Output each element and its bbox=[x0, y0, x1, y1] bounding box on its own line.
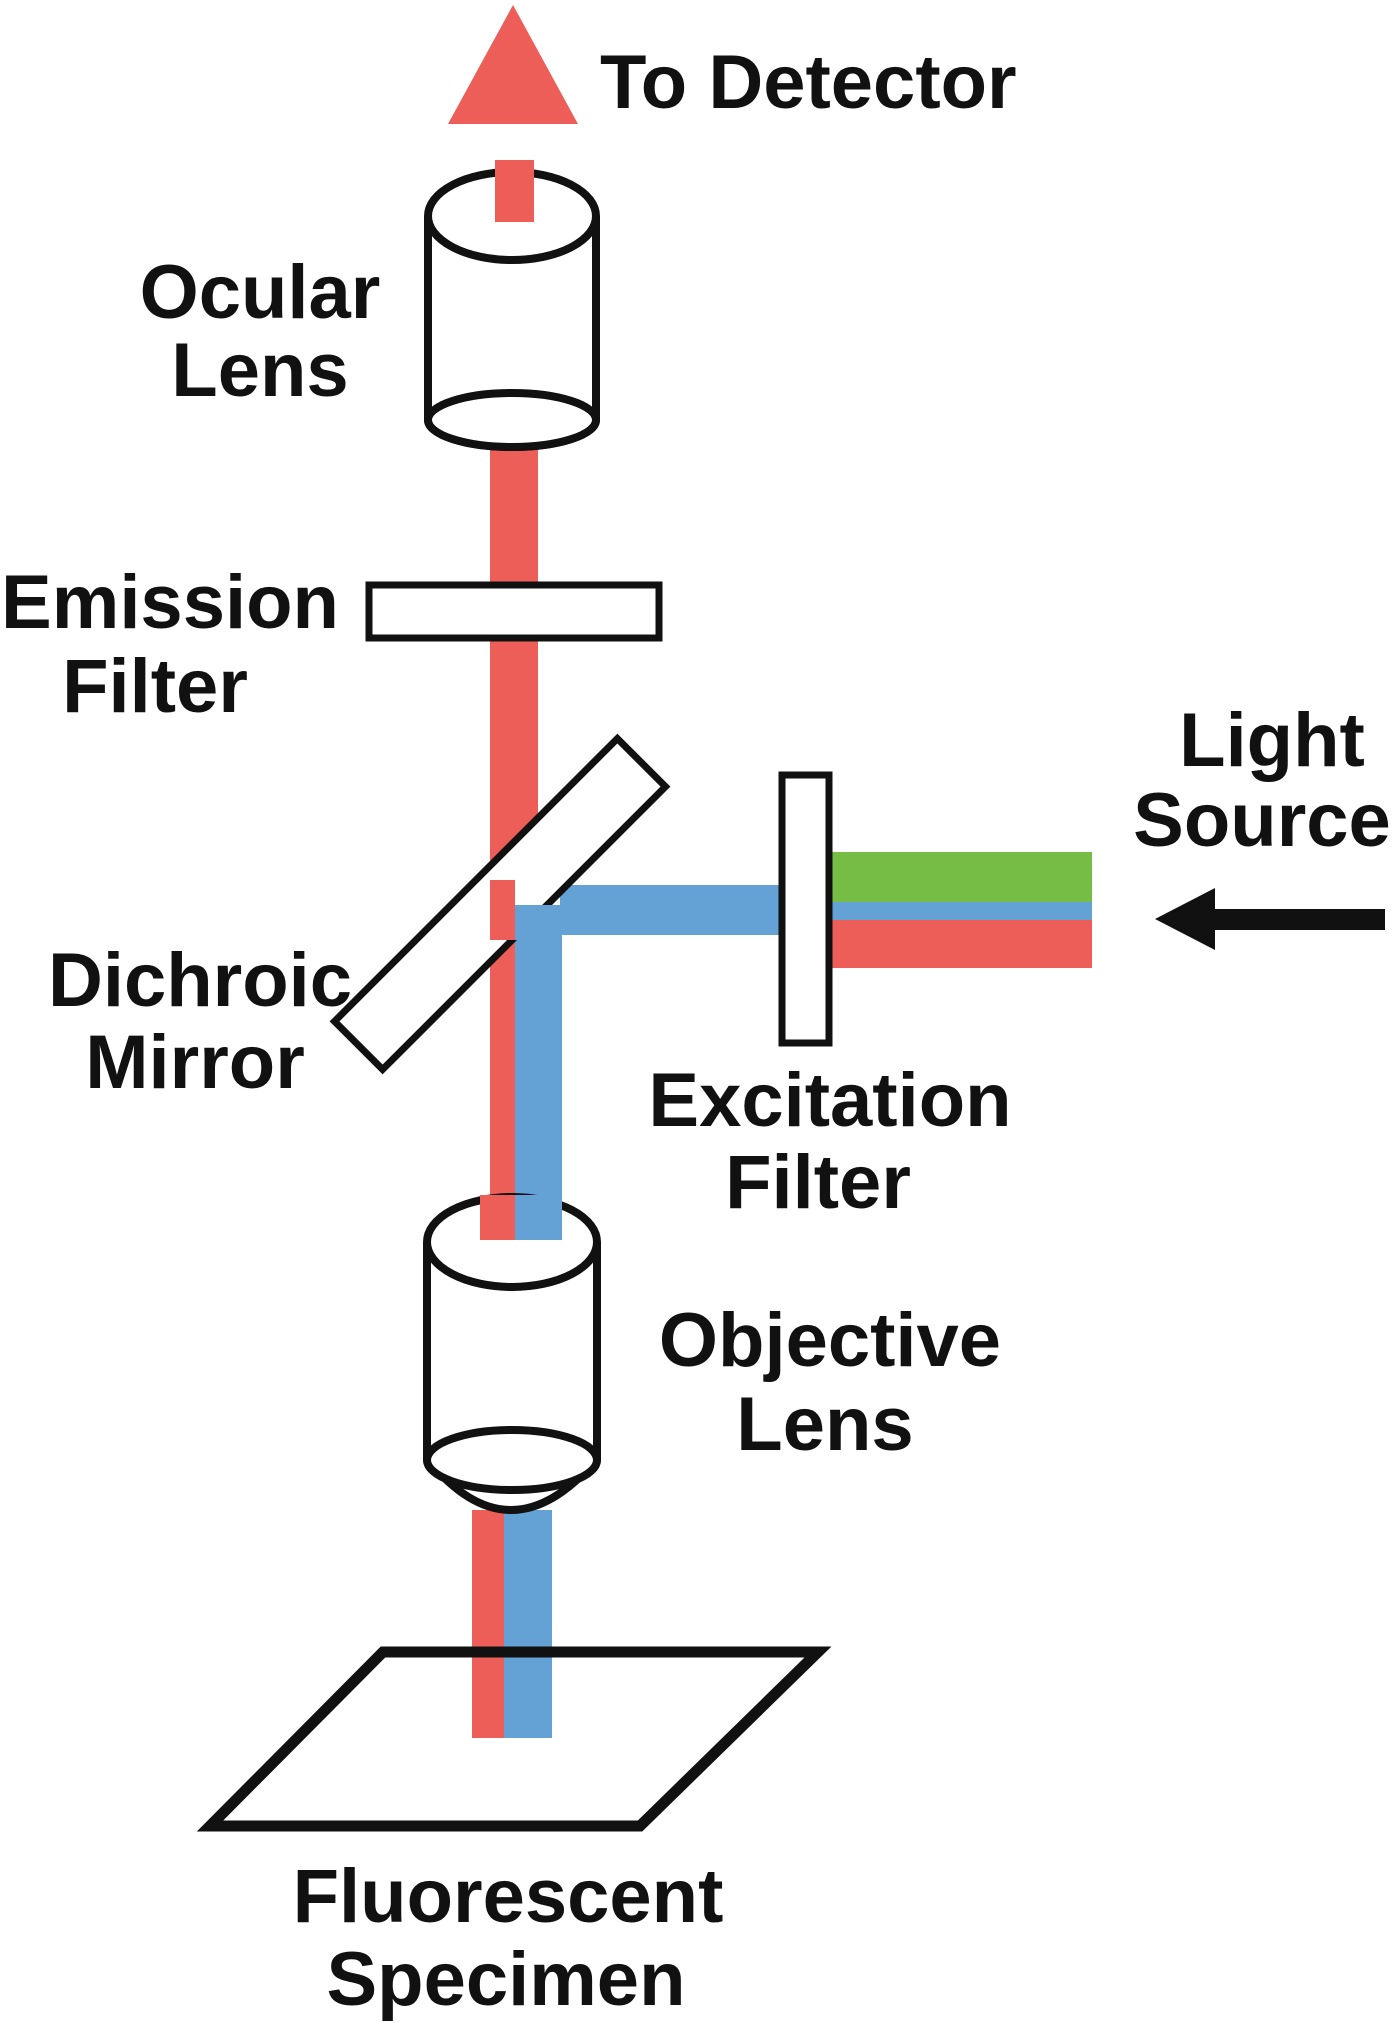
specimen-slide bbox=[196, 1646, 832, 1832]
label-specimen-line1: Fluorescent bbox=[293, 1854, 724, 1939]
label-ocular-line1: Ocular bbox=[140, 250, 381, 335]
emission-filter bbox=[365, 581, 663, 642]
label-specimen-line2: Specimen bbox=[326, 1937, 685, 2022]
ocular-lens bbox=[424, 160, 600, 451]
label-light-line1: Light bbox=[1179, 698, 1365, 783]
excitation-beam-horizontal bbox=[560, 885, 782, 935]
excitation-filter bbox=[778, 771, 833, 1047]
label-dichroic-line1: Dichroic bbox=[48, 938, 352, 1023]
label-dichroic-line2: Mirror bbox=[85, 1020, 305, 1105]
light-source-green-band bbox=[830, 852, 1092, 902]
label-emission-line1: Emission bbox=[1, 560, 339, 645]
light-source-blue-band bbox=[830, 902, 1092, 920]
excitation-beam-vertical bbox=[515, 905, 562, 1240]
label-light-line2: Source bbox=[1133, 778, 1391, 863]
label-to-detector: To Detector bbox=[600, 40, 1017, 125]
label-objective-line2: Lens bbox=[736, 1382, 913, 1467]
objective-lens bbox=[423, 1193, 601, 1514]
light-source-arrow bbox=[1155, 888, 1385, 950]
label-emission-line2: Filter bbox=[62, 644, 248, 729]
specimen-beam-blue bbox=[504, 1510, 552, 1738]
label-excitation-line2: Filter bbox=[725, 1140, 911, 1225]
label-excitation-line1: Excitation bbox=[648, 1058, 1011, 1143]
specimen-beam-red bbox=[472, 1510, 504, 1738]
label-objective-line1: Objective bbox=[659, 1298, 1001, 1383]
to-detector-arrow bbox=[448, 5, 578, 124]
label-ocular-line2: Lens bbox=[171, 328, 348, 413]
light-source-red-band bbox=[830, 920, 1092, 968]
